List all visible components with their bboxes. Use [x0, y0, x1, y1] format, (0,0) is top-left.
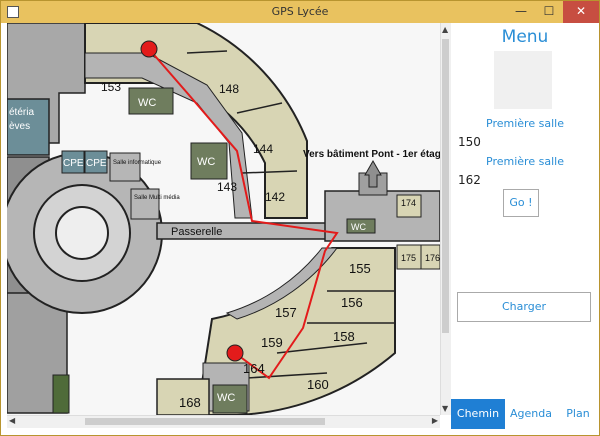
scroll-up-icon[interactable]: ▲ [442, 25, 449, 34]
wc-upper [128, 87, 174, 115]
right-building [324, 190, 440, 242]
map-view[interactable]: 153 148 144 143 142 174 175 176 155 156 … [7, 23, 440, 415]
bottom-tabs: Chemin Agenda Plan [451, 399, 599, 429]
room-label-175: 175 [401, 253, 416, 263]
cafeteria-room [7, 98, 50, 156]
close-button[interactable]: ✕ [563, 1, 599, 23]
tab-chemin[interactable]: Chemin [451, 399, 505, 429]
room-label-142: 142 [265, 190, 285, 204]
tab-plan[interactable]: Plan [566, 407, 590, 420]
wc-label-lower: WC [217, 392, 235, 404]
go-button[interactable]: Go ! [503, 189, 539, 217]
room-176 [420, 244, 440, 270]
room-label-157: 157 [275, 305, 297, 320]
room-label-143: 143 [217, 180, 237, 194]
scroll-right-icon[interactable]: ▶ [431, 416, 438, 425]
room-label-176: 176 [425, 253, 440, 263]
room-label-160: 160 [307, 377, 329, 392]
room-label-158: 158 [333, 329, 355, 344]
window-title: GPS Lycée [271, 5, 329, 18]
second-room-label: Première salle [486, 155, 564, 168]
route-path [148, 48, 339, 380]
room-label-164: 164 [243, 361, 265, 376]
green-room [52, 374, 70, 414]
wc-label-upper: WC [138, 97, 156, 109]
cpe-room-2 [84, 150, 108, 174]
title-bar: GPS Lycée — ☐ ✕ [1, 1, 599, 23]
cpe-label-2: CPE [86, 158, 107, 169]
second-room-input[interactable]: 162 [458, 173, 481, 187]
room-label-153: 153 [101, 80, 121, 94]
salle-info-label: Salle informatique [113, 160, 162, 166]
room-175 [396, 244, 422, 270]
rotunda-inner [55, 206, 109, 260]
scroll-left-icon[interactable]: ◀ [9, 416, 16, 425]
room-label-144: 144 [253, 142, 273, 156]
room-label-155: 155 [349, 261, 371, 276]
wc-label-middle: WC [197, 156, 215, 168]
room-label-148: 148 [219, 82, 239, 96]
room-label-168: 168 [179, 395, 201, 410]
map-horizontal-scrollbar[interactable]: ◀ ▶ [7, 415, 440, 428]
charger-button[interactable]: Charger [457, 292, 591, 322]
room-label-159: 159 [261, 335, 283, 350]
upper-corridor [84, 52, 253, 219]
first-room-input[interactable]: 150 [458, 135, 481, 149]
scroll-down-icon[interactable]: ▼ [442, 404, 449, 413]
wc-middle [190, 142, 228, 180]
tab-agenda[interactable]: Agenda [510, 407, 552, 420]
first-room-label: Première salle [486, 117, 564, 130]
room-label-174: 174 [401, 198, 416, 208]
room-label-156: 156 [341, 295, 363, 310]
direction-sign: Vers bâtiment Pont - 1er étag [303, 149, 440, 160]
room-174 [396, 194, 422, 218]
lower-corridor [225, 247, 338, 320]
salle-multimedia-room [130, 188, 160, 220]
eleves-label: èves [9, 121, 30, 132]
map-vertical-scrollbar[interactable]: ▲ ▼ [440, 23, 451, 415]
end-marker[interactable] [226, 344, 244, 362]
wc-right [346, 218, 376, 234]
floor-plan-map: 153 148 144 143 142 174 175 176 155 156 … [7, 23, 440, 415]
salle-info-room [109, 152, 141, 182]
maximize-button[interactable]: ☐ [543, 4, 555, 18]
start-marker[interactable] [140, 40, 158, 58]
app-icon [7, 6, 19, 18]
image-placeholder [494, 51, 552, 109]
direction-arrow [364, 159, 382, 188]
room-168 [156, 378, 210, 415]
cpe-label-1: CPE [63, 158, 84, 169]
salle-multimedia-label: Salle Multi média [134, 195, 180, 201]
side-panel: Menu Première salle 150 Première salle 1… [451, 23, 599, 435]
horizontal-scroll-thumb[interactable] [85, 418, 325, 425]
passerelle-label: Passerelle [171, 226, 222, 238]
wc-lower [212, 384, 248, 414]
menu-title: Menu [501, 27, 549, 47]
cafeteria-label: étéria [9, 107, 34, 118]
cpe-room-1 [61, 150, 85, 174]
wc-label-right: WC [351, 222, 366, 232]
minimize-button[interactable]: — [515, 4, 527, 18]
vertical-scroll-thumb[interactable] [442, 39, 449, 333]
